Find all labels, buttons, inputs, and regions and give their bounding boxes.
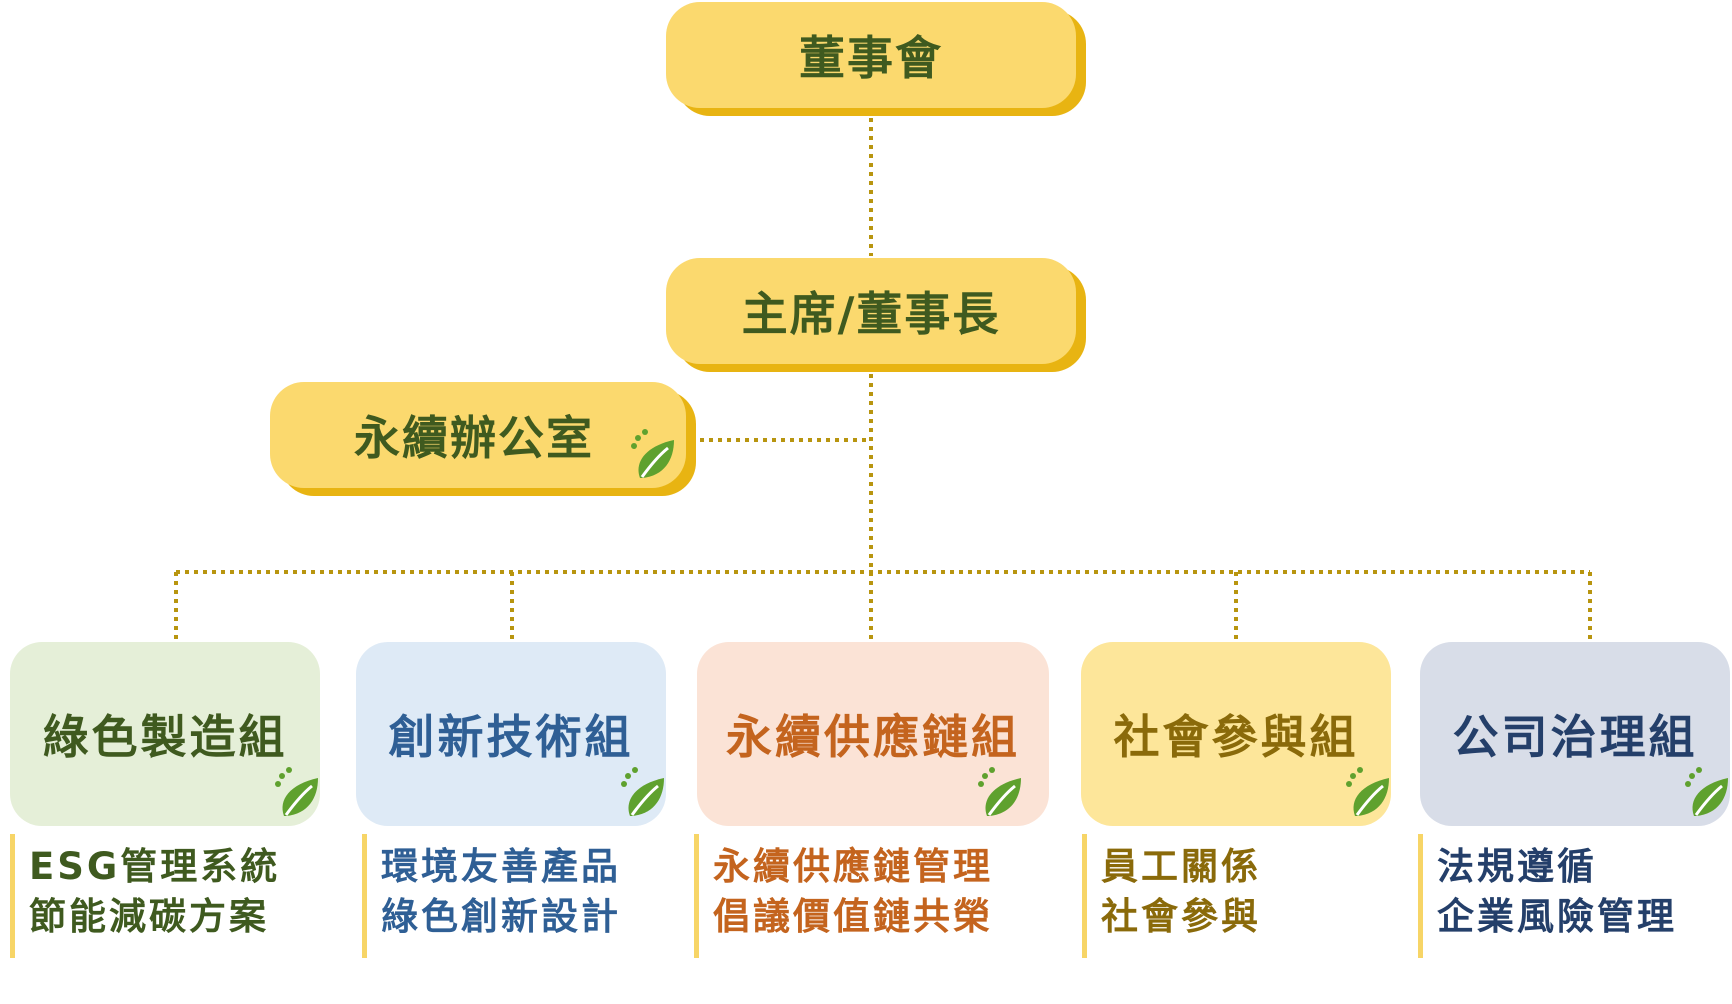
leaf-icon xyxy=(620,766,666,818)
group-card-innovation-tech: 創新技術組 xyxy=(356,642,666,826)
group-items-sustainable-supply-chain: 永續供應鏈管理 倡議價值鏈共榮 xyxy=(694,834,1044,958)
group-item: 綠色創新設計 xyxy=(381,895,621,938)
group-title: 綠色製造組 xyxy=(42,710,288,764)
group-title: 社會參與組 xyxy=(1113,710,1359,764)
group-item: 社會參與 xyxy=(1101,895,1261,938)
leaf-icon xyxy=(977,766,1023,818)
group-item: 法規遵循 xyxy=(1437,845,1597,888)
chairman-node: 主席/董事長 xyxy=(666,258,1076,364)
group-card-social-participation: 社會參與組 xyxy=(1081,642,1391,826)
group-item: 員工關係 xyxy=(1101,845,1261,888)
group-item: 倡議價值鏈共榮 xyxy=(713,895,993,938)
leaf-icon xyxy=(274,766,320,818)
chairman-label: 主席/董事長 xyxy=(741,287,1001,341)
leaf-icon xyxy=(630,428,676,480)
board-label: 董事會 xyxy=(799,31,943,85)
group-item: 永續供應鏈管理 xyxy=(713,845,993,888)
office-label: 永續辦公室 xyxy=(354,411,594,465)
group-item: 節能減碳方案 xyxy=(29,895,269,938)
leaf-icon xyxy=(1684,766,1730,818)
sustainability-office-node: 永續辦公室 xyxy=(270,382,686,488)
leaf-icon xyxy=(1345,766,1391,818)
group-title: 創新技術組 xyxy=(388,710,634,764)
group-items-social-participation: 員工關係 社會參與 xyxy=(1082,834,1382,958)
group-card-sustainable-supply-chain: 永續供應鏈組 xyxy=(697,642,1049,826)
group-items-green-manufacturing: ESG管理系統 節能減碳方案 xyxy=(10,834,330,958)
group-card-corporate-governance: 公司治理組 xyxy=(1420,642,1730,826)
group-title: 永續供應鏈組 xyxy=(726,710,1020,764)
board-node: 董事會 xyxy=(666,2,1076,108)
group-item: ESG管理系統 xyxy=(29,845,281,888)
group-items-innovation-tech: 環境友善產品 綠色創新設計 xyxy=(362,834,682,958)
group-item: 環境友善產品 xyxy=(381,845,621,888)
group-items-corporate-governance: 法規遵循 企業風險管理 xyxy=(1418,834,1718,958)
group-title: 公司治理組 xyxy=(1452,710,1698,764)
group-card-green-manufacturing: 綠色製造組 xyxy=(10,642,320,826)
group-item: 企業風險管理 xyxy=(1437,895,1677,938)
